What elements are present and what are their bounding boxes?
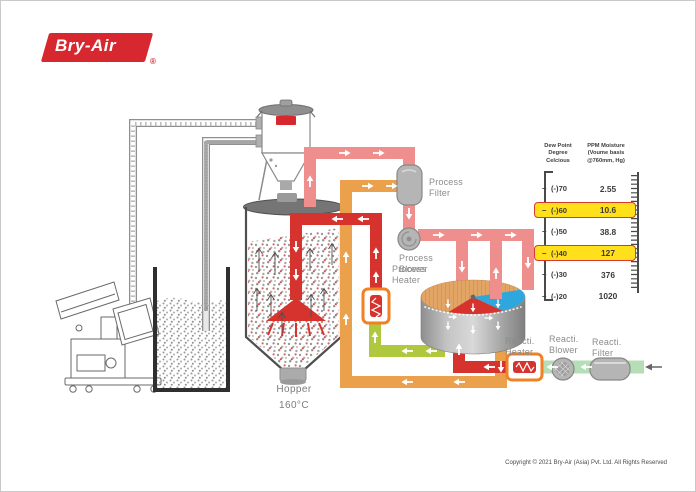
table-header-dew-point: Dew Point Degree Celcious [544, 143, 572, 164]
registered-trademark: ® [150, 57, 156, 66]
hopper-loader [255, 99, 316, 202]
logo-text: Bry-Air [55, 36, 117, 55]
row-tick: – [542, 270, 547, 279]
conveying-machine [55, 281, 162, 393]
reacti-heater-label: Reacti. Heater [505, 336, 535, 357]
ppm-value: 1020 [598, 291, 618, 301]
ppm-value: 2.55 [599, 183, 617, 194]
dew-point-value: (-)60 [551, 205, 568, 215]
ambient-air-arrow [645, 363, 662, 371]
row-tick: – [542, 291, 547, 301]
reactivation-heater [505, 352, 544, 382]
material-pipe [202, 137, 264, 331]
table-scale-marks [544, 171, 639, 301]
dew-point-value: (-)70 [551, 184, 568, 193]
dew-point-table: Dew Point Degree Celcious PPM Moisture (… [534, 143, 642, 313]
ppm-value: 38.8 [599, 226, 617, 237]
reacti-blower-label: Reacti. Blower [549, 334, 579, 355]
row-tick: – [542, 248, 547, 258]
ppm-value: 376 [601, 269, 615, 280]
process-blower [397, 227, 421, 251]
row-tick: – [542, 227, 547, 236]
process-heater-label: Process Heater [392, 264, 426, 285]
bed-flow-arrows [253, 242, 336, 333]
dew-point-value: (-)30 [551, 270, 568, 279]
process-filter [396, 164, 423, 206]
reacti-filter-label: Reacti. Filter [592, 337, 622, 358]
hopper-label: Hopper [276, 384, 312, 395]
hopper-temperature-label: 160°C [279, 400, 309, 411]
dew-point-value: (-)20 [551, 291, 568, 301]
rotor-react-sector [448, 297, 503, 314]
bry-air-mini-label [276, 116, 296, 125]
ppm-value: 127 [601, 248, 615, 258]
table-header-ppm: PPM Moisture (Voume basis @760mm, Hg) [587, 143, 625, 164]
table-row: –(-)50 38.8 [534, 224, 638, 239]
ppm-value: 10.6 [599, 205, 617, 215]
dew-point-value: (-)50 [551, 227, 568, 236]
row-tick: – [542, 184, 547, 193]
process-heater [361, 287, 391, 325]
row-highlight [534, 244, 636, 261]
table-row: –(-)30 376 [534, 267, 638, 282]
copyright-text: Copyright © 2021 Bry-Air (Asia) Pvt. Ltd… [505, 460, 667, 466]
vacuum-air-pipe [129, 119, 263, 309]
bry-air-logo: Bry-Air ® [40, 33, 156, 66]
table-row: –(-)40 127 [534, 244, 638, 261]
dew-point-value: (-)40 [551, 248, 568, 258]
table-row: –(-)60 10.6 [534, 201, 638, 218]
process-blower-label: Process Blower [399, 253, 433, 274]
table-row: –(-)70 2.55 [534, 181, 638, 196]
reactivation-filter [589, 357, 631, 381]
row-tick: – [542, 205, 547, 215]
row-highlight [534, 201, 636, 218]
granule-bin [153, 267, 230, 392]
table-row: –(-)20 1020 [534, 289, 638, 304]
process-filter-label: Process Filter [429, 177, 463, 198]
reactivation-blower [551, 357, 575, 381]
rotor-cooling-sector [473, 289, 525, 311]
